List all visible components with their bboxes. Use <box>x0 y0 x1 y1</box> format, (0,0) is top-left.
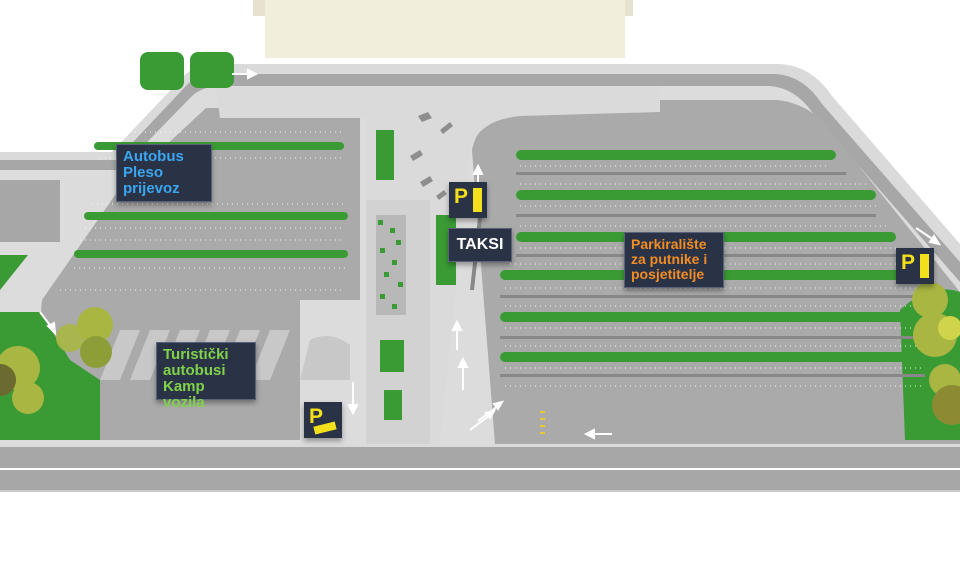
parking-letter-p: P <box>901 251 916 274</box>
payment-machine-icon <box>920 254 929 278</box>
parking-sign-icon-taxi: P <box>449 182 487 218</box>
trees <box>0 282 960 425</box>
terminal-building <box>253 0 633 58</box>
airport-access-road <box>0 444 960 492</box>
direction-arrows <box>39 68 942 440</box>
parking-letter-p: P <box>309 405 324 428</box>
label-turisticki-autobusi: Turistički autobusi Kamp vozila <box>156 342 256 411</box>
label-taksi: TAKSI <box>448 228 512 262</box>
tiled-garden <box>376 215 406 315</box>
label-parkiraliste: Parkiralište za putnike i posjetitelje <box>624 232 724 288</box>
aircraft-silhouettes <box>410 112 453 200</box>
crossing-markings <box>540 411 545 434</box>
payment-machine-icon <box>473 188 482 212</box>
parking-sign-icon-bus: P <box>304 402 342 438</box>
parking-letter-p: P <box>454 185 469 208</box>
label-autobus-pleso: Autobus Pleso prijevoz <box>116 144 212 202</box>
parking-sign-icon-east: P <box>896 248 934 284</box>
